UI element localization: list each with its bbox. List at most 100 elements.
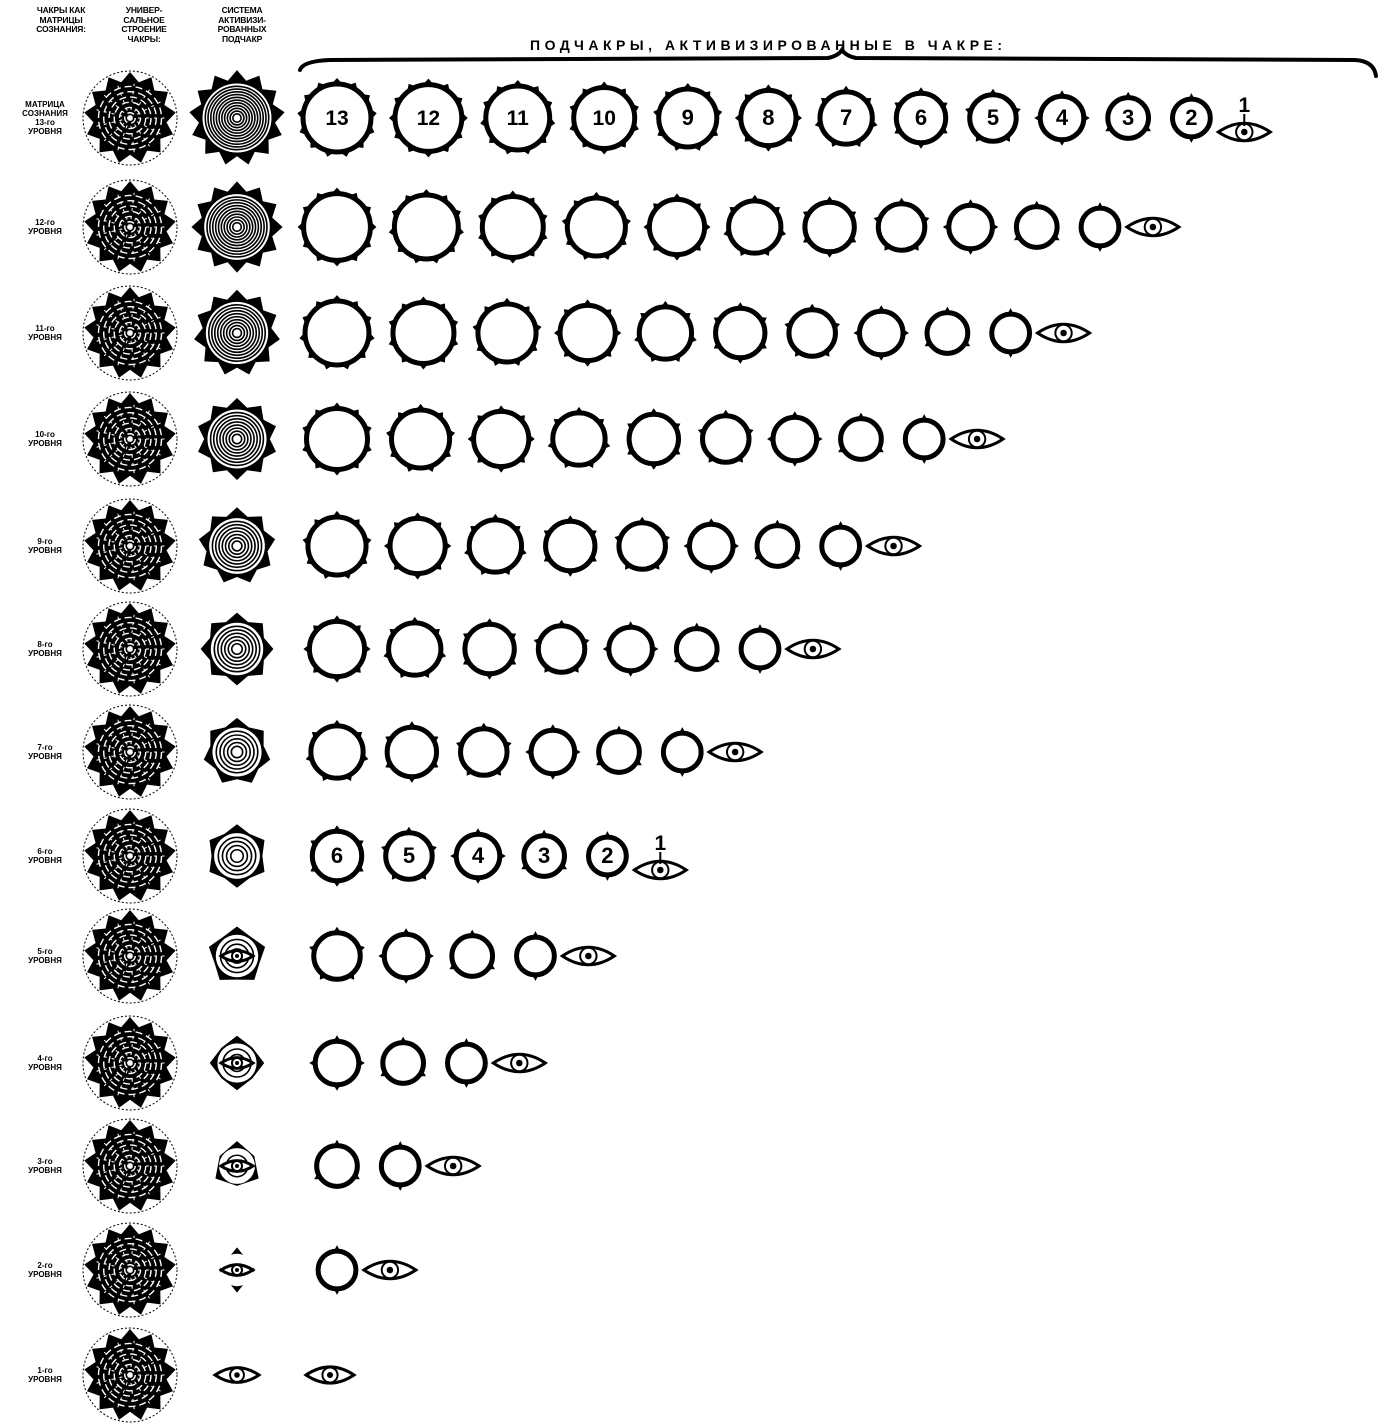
activated-system-level-6 (210, 824, 265, 888)
subchakra-2 (905, 414, 943, 464)
activated-system-level-10 (198, 398, 276, 480)
subchakra-10 (389, 297, 459, 370)
eye-icon (1038, 324, 1090, 341)
activated-system-level-7 (204, 718, 270, 783)
eye-icon (493, 1054, 545, 1071)
subchakra-3 (380, 1037, 426, 1084)
subchakra-row-level-8 (303, 615, 839, 682)
subchakra-6 (627, 408, 680, 469)
subchakra-9 (303, 511, 372, 579)
activated-system-level-4 (210, 1036, 264, 1090)
eye-icon (221, 1161, 253, 1172)
subchakra-number: 4 (472, 843, 485, 868)
subchakra-6 (544, 515, 597, 576)
eye-icon (951, 430, 1003, 447)
subchakra-4 (525, 724, 581, 780)
subchakra-9 (473, 298, 542, 366)
subchakra-7 (306, 720, 369, 781)
subchakra-5 (456, 723, 512, 776)
subchakra-7 (464, 514, 527, 575)
subchakra-4 (309, 1035, 365, 1091)
header-brace (300, 50, 1376, 76)
subchakra-8 (303, 615, 370, 682)
subchakra-7 (723, 195, 786, 256)
subchakra-3 (838, 413, 884, 460)
subchakra-number: 5 (987, 105, 999, 130)
subchakra-number: 12 (417, 107, 440, 130)
subchakra-6 (714, 302, 767, 363)
subchakra-4 (378, 928, 434, 984)
activated-system-level-5 (209, 927, 265, 980)
subchakra-2 (1081, 202, 1119, 252)
subchakra-9 (386, 404, 455, 472)
subchakra-11: 11 (480, 80, 555, 154)
row-label-level-7: 7-го УРОВНЯ (12, 743, 78, 761)
universal-chakra-level-1 (83, 1328, 177, 1422)
subchakra-number: 1 (654, 832, 666, 855)
eye-icon (562, 947, 614, 964)
subchakra-number: 4 (1056, 105, 1069, 130)
subchakra-6: 6 (310, 825, 363, 886)
subchakra-4: 4 (450, 828, 506, 884)
subchakra-2 (992, 308, 1030, 358)
subchakra-5 (784, 304, 840, 357)
subchakra-3: 3 (1105, 92, 1151, 139)
row-label-level-4: 4-го УРОВНЯ (12, 1054, 78, 1072)
subchakra-7: 7 (815, 86, 878, 147)
eye-icon (787, 640, 839, 657)
subchakra-12: 12 (389, 79, 468, 158)
subchakra-9: 9 (653, 83, 722, 151)
subchakra-10 (478, 191, 547, 264)
universal-chakra-level-11 (83, 286, 177, 380)
subchakra-2 (663, 727, 701, 777)
subchakra-8 (554, 299, 621, 366)
activated-system-level-12 (191, 181, 282, 272)
subchakra-8: 8 (735, 84, 802, 151)
subchakra-6 (385, 721, 438, 782)
row-label-level-11: 11-го УРОВНЯ (12, 324, 78, 342)
subchakra-row-level-1 (306, 1367, 354, 1383)
eye-icon (221, 1265, 253, 1276)
subchakra-7 (634, 301, 697, 362)
subchakra-row-level-2 (318, 1245, 416, 1295)
eye-icon (364, 1261, 416, 1278)
subchakra-10 (302, 403, 371, 476)
subchakra-number: 3 (1122, 105, 1134, 130)
subchakra-12 (298, 188, 377, 267)
subchakra-5 (698, 410, 754, 463)
subchakra-3 (596, 726, 642, 773)
subchakra-row-level-10 (302, 403, 1003, 476)
header-universal-structure: УНИВЕР- САЛЬНОЕ СТРОЕНИЕ ЧАКРЫ: (104, 6, 184, 44)
subchakra-number: 6 (915, 105, 927, 130)
subchakra-number: 10 (593, 107, 616, 130)
subchakra-2 (448, 1038, 486, 1088)
subchakras-title: ПОДЧАКРЫ, АКТИВИЗИРОВАННЫЕ В ЧАКРЕ: (530, 37, 1007, 53)
subchakra-4 (854, 305, 910, 361)
subchakra-number: 9 (682, 105, 694, 130)
subchakra-2 (517, 931, 555, 981)
subchakra-8 (643, 193, 710, 260)
subchakra-10: 10 (570, 82, 639, 155)
eye-icon (221, 951, 253, 962)
row-label-level-10: 10-го УРОВНЯ (12, 430, 78, 448)
subchakra-5 (534, 620, 590, 673)
subchakra-5 (874, 198, 930, 251)
subchakra-number: 5 (403, 843, 415, 868)
subchakra-number: 8 (762, 105, 774, 130)
universal-chakra-level-7 (83, 705, 177, 799)
subchakra-4 (603, 621, 659, 677)
universal-chakra-level-10 (83, 392, 177, 486)
subchakra-7 (383, 617, 446, 678)
subchakra-row-level-11 (299, 295, 1089, 369)
header-chakras-as-matrices: ЧАКРЫ КАК МАТРИЦЫ СОЗНАНИЯ: (22, 6, 100, 35)
row-label-level-2: 2-го УРОВНЯ (12, 1261, 78, 1279)
subchakra-3 (314, 1140, 360, 1187)
subchakra-6: 6 (894, 87, 947, 148)
row-label-level-6: 6-го УРОВНЯ (12, 847, 78, 865)
subchakra-number: 3 (538, 843, 550, 868)
subchakra-row-level-7 (306, 720, 761, 783)
subchakra-2: 2 (589, 831, 627, 881)
subchakra-2 (741, 624, 779, 674)
universal-chakra-level-2 (83, 1223, 177, 1317)
